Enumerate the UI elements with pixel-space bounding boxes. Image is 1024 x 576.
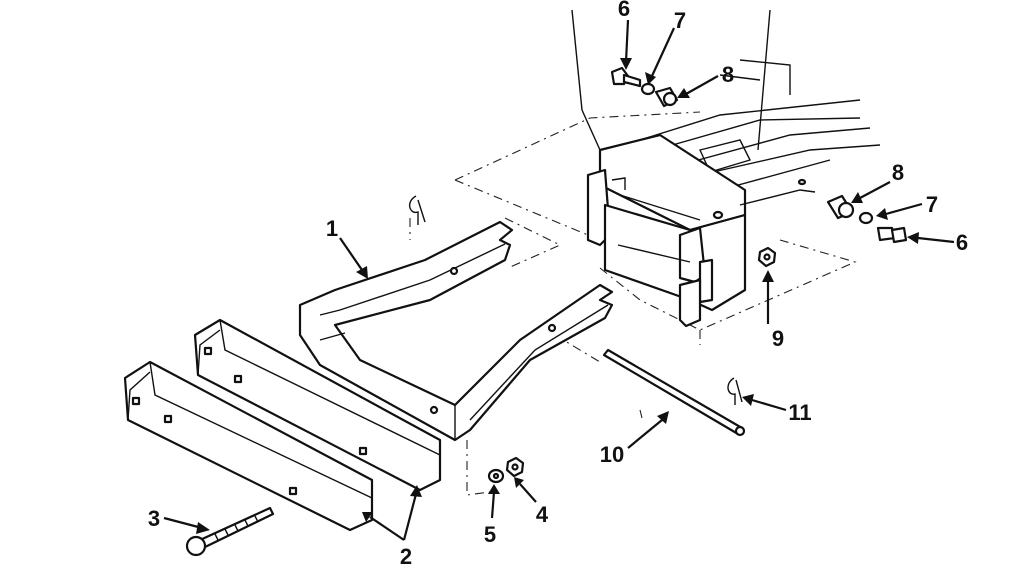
part-11-clip-top <box>408 195 426 225</box>
part-7-washer-right <box>858 211 874 225</box>
callout-9: 9 <box>772 326 784 351</box>
part-2-weight-back <box>193 318 442 492</box>
part-8-spacer-top <box>654 86 679 108</box>
mounting-bracket <box>586 133 816 328</box>
callout-2: 2 <box>400 544 412 569</box>
part-6-bolt-right <box>876 226 908 244</box>
part-9-nut <box>757 246 777 268</box>
callout-7-right: 7 <box>926 192 938 217</box>
callout-11: 11 <box>788 400 811 425</box>
part-10-pin <box>602 348 746 437</box>
callout-6-right: 6 <box>956 230 968 255</box>
part-3-bolt <box>185 506 275 557</box>
part-5-washer <box>487 468 505 484</box>
part-1-drawbar <box>298 220 614 442</box>
callout-6-top: 6 <box>618 0 630 21</box>
callout-labels: 6 7 8 1 8 7 6 9 11 10 3 5 4 2 <box>148 0 968 569</box>
callout-3: 3 <box>148 506 160 531</box>
part-7-washer-top <box>640 82 656 96</box>
part-8-spacer-right <box>797 178 855 220</box>
callout-5: 5 <box>484 522 496 547</box>
callout-10: 10 <box>600 442 624 467</box>
callout-7-top: 7 <box>674 8 686 33</box>
callout-8-right: 8 <box>892 160 904 185</box>
part-11-clip-right <box>727 377 743 405</box>
part-4-nut <box>505 456 525 478</box>
callout-8-top: 8 <box>722 62 734 87</box>
part-6-bolt-top <box>610 66 642 88</box>
leader-arrows <box>163 19 955 541</box>
callout-4: 4 <box>536 502 549 527</box>
part-2-weight-front <box>123 360 374 532</box>
callout-1: 1 <box>326 216 338 241</box>
